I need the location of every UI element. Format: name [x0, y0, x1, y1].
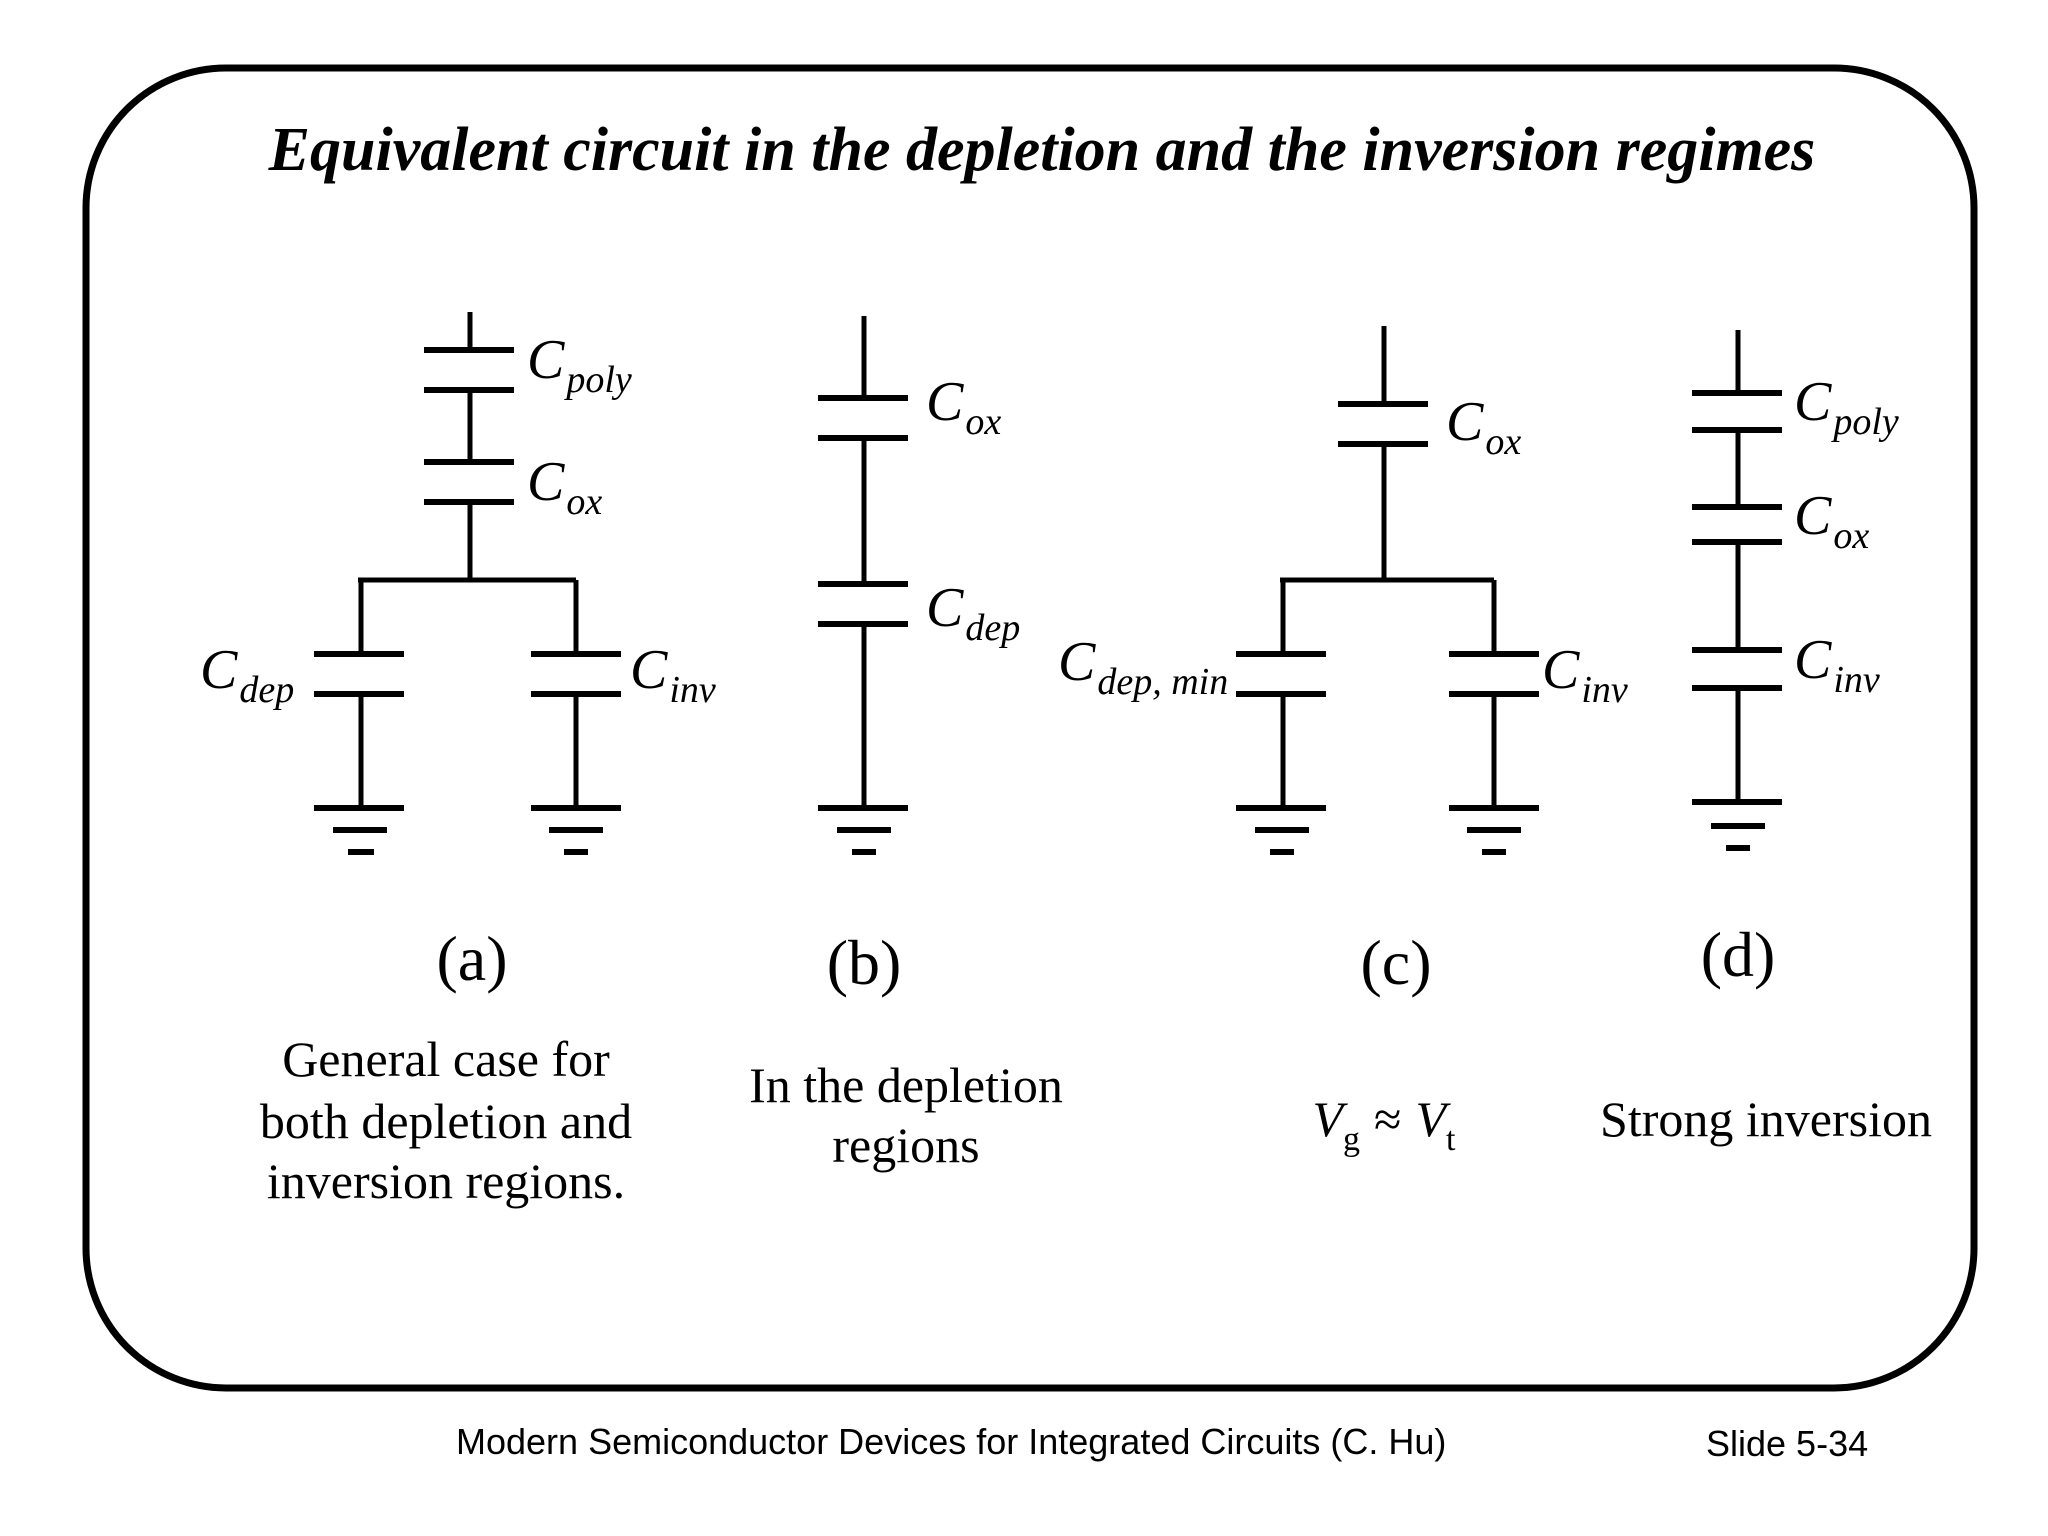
panel-label-d: (d) [1701, 919, 1776, 990]
capacitor-cpoly-d [1692, 390, 1782, 433]
circuit-d: Cpoly Cox Cinv [1692, 330, 1899, 851]
capacitor-cinv-d [1692, 647, 1782, 691]
label-cinv-a: Cinv [630, 639, 716, 711]
ground-icon [314, 805, 404, 855]
capacitor-cpoly-a [424, 347, 514, 393]
circuit-c: Cox Cdep, min Cinv [1058, 326, 1628, 855]
svg-text:both depletion and: both depletion and [260, 1093, 632, 1149]
footer-book-title: Modern Semiconductor Devices for Integra… [456, 1421, 1446, 1462]
capacitor-cox-c [1338, 401, 1428, 447]
label-cox-a: Cox [527, 451, 602, 523]
ground-icon [1236, 805, 1326, 855]
capacitor-cdep-b [818, 581, 908, 627]
label-cdepmin-c: Cdep, min [1058, 631, 1228, 703]
capacitor-cox-b [818, 395, 908, 441]
caption-b: In the depletion regions [749, 1057, 1063, 1173]
label-cox-b: Cox [926, 371, 1001, 443]
capacitor-cox-a [424, 459, 514, 505]
label-cpoly-a: Cpoly [527, 329, 632, 401]
panel-label-b: (b) [827, 927, 902, 998]
svg-text:regions: regions [832, 1117, 979, 1173]
ground-icon [818, 805, 908, 855]
circuit-a: Cpoly Cox Cdep Cinv [200, 312, 716, 855]
label-cinv-c: Cinv [1542, 639, 1628, 711]
caption-a: General case for both depletion and inve… [260, 1031, 632, 1209]
caption-c-formula: Vg≈Vt [1313, 1091, 1457, 1158]
ground-icon [1692, 799, 1782, 851]
capacitor-cdepmin-c [1236, 651, 1326, 697]
svg-text:General case for: General case for [282, 1031, 610, 1087]
label-cdep-b: Cdep [926, 577, 1020, 649]
panel-label-c: (c) [1360, 927, 1431, 998]
footer-slide-number: Slide 5-34 [1706, 1423, 1868, 1464]
ground-icon [531, 805, 621, 855]
slide-title: Equivalent circuit in the depletion and … [268, 116, 1816, 184]
capacitor-cinv-c [1449, 651, 1539, 697]
slide-frame [82, 64, 1978, 1392]
caption-d: Strong inversion [1600, 1091, 1932, 1147]
circuit-b: Cox Cdep [818, 316, 1020, 855]
capacitor-cinv-a [531, 651, 621, 697]
label-cox-d: Cox [1794, 485, 1869, 557]
label-cpoly-d: Cpoly [1794, 371, 1899, 443]
label-cdep-a: Cdep [200, 639, 294, 711]
label-cinv-d: Cinv [1794, 629, 1880, 701]
capacitor-cdep-a [314, 651, 404, 697]
panel-label-a: (a) [436, 923, 507, 994]
svg-text:In the depletion: In the depletion [749, 1057, 1063, 1113]
label-cox-c: Cox [1446, 391, 1521, 463]
ground-icon [1449, 805, 1539, 855]
svg-text:inversion regions.: inversion regions. [267, 1153, 625, 1209]
capacitor-cox-d [1692, 504, 1782, 545]
